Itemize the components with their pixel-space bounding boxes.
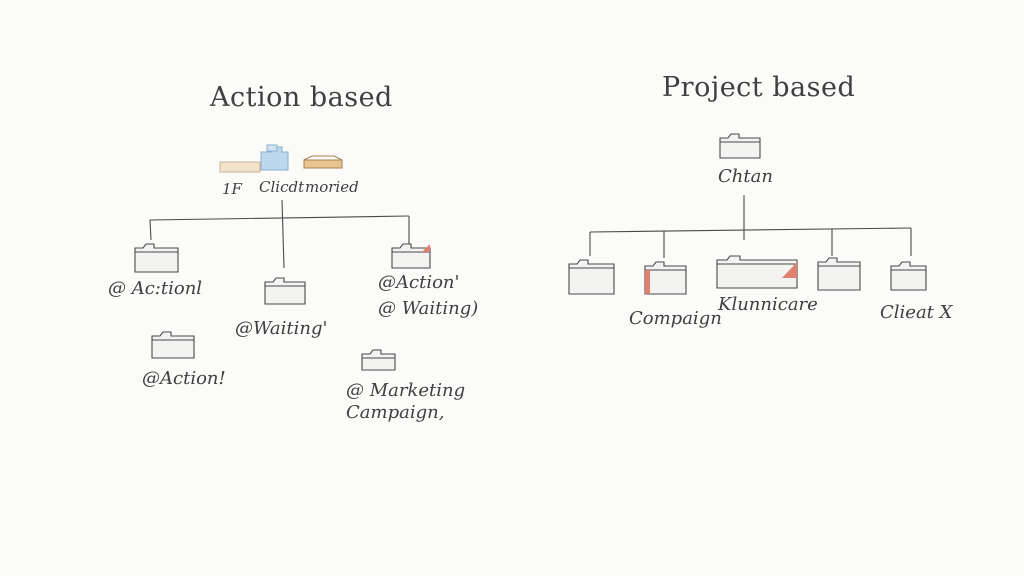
action-left-label: @ Ac:tionl (108, 278, 203, 299)
orange-folder-icon (303, 159, 343, 169)
folder-icon (361, 349, 396, 371)
folder-icon (890, 261, 927, 291)
project-folders (568, 255, 927, 295)
top-label-clicdt: Clicdt (259, 178, 305, 196)
action-left-sub-label: @Action! (142, 368, 226, 389)
action-extra-label-2: Campaign, (346, 402, 445, 423)
folder-icon (151, 331, 195, 359)
project-based-title: Project based (662, 72, 856, 103)
top-label-moried: moried (305, 178, 359, 196)
action-right-label-2: @ Waiting) (378, 298, 479, 319)
project-root-folder (719, 133, 761, 159)
action-tree-lines (149, 199, 410, 269)
tan-folder-icon (219, 161, 261, 173)
folder-icon (644, 261, 687, 295)
folder-icon (568, 259, 615, 295)
top-folder-group (219, 144, 343, 173)
folder-icon (716, 255, 798, 289)
project-child-label-client-x: Clieat X (880, 302, 953, 323)
blue-folder-tab (266, 144, 278, 152)
action-right-label-1: @Action' (378, 272, 460, 293)
folder-icon (817, 257, 861, 291)
project-child-label-klunnicare: Klunnicare (718, 294, 818, 315)
folder-icon (391, 243, 431, 269)
orange-folder-flap (303, 155, 343, 161)
project-root-label: Chtan (718, 166, 773, 187)
top-label-1f: 1F (222, 180, 242, 198)
action-middle-label: @Waiting' (235, 318, 328, 339)
action-extra-label-1: @ Marketing (346, 380, 466, 401)
project-tree-lines (589, 195, 912, 258)
action-based-title: Action based (210, 82, 393, 113)
project-child-label-compaign: Compaign (629, 308, 722, 329)
action-folders (134, 243, 431, 371)
folder-icon (264, 277, 306, 305)
folder-icon (134, 243, 179, 273)
